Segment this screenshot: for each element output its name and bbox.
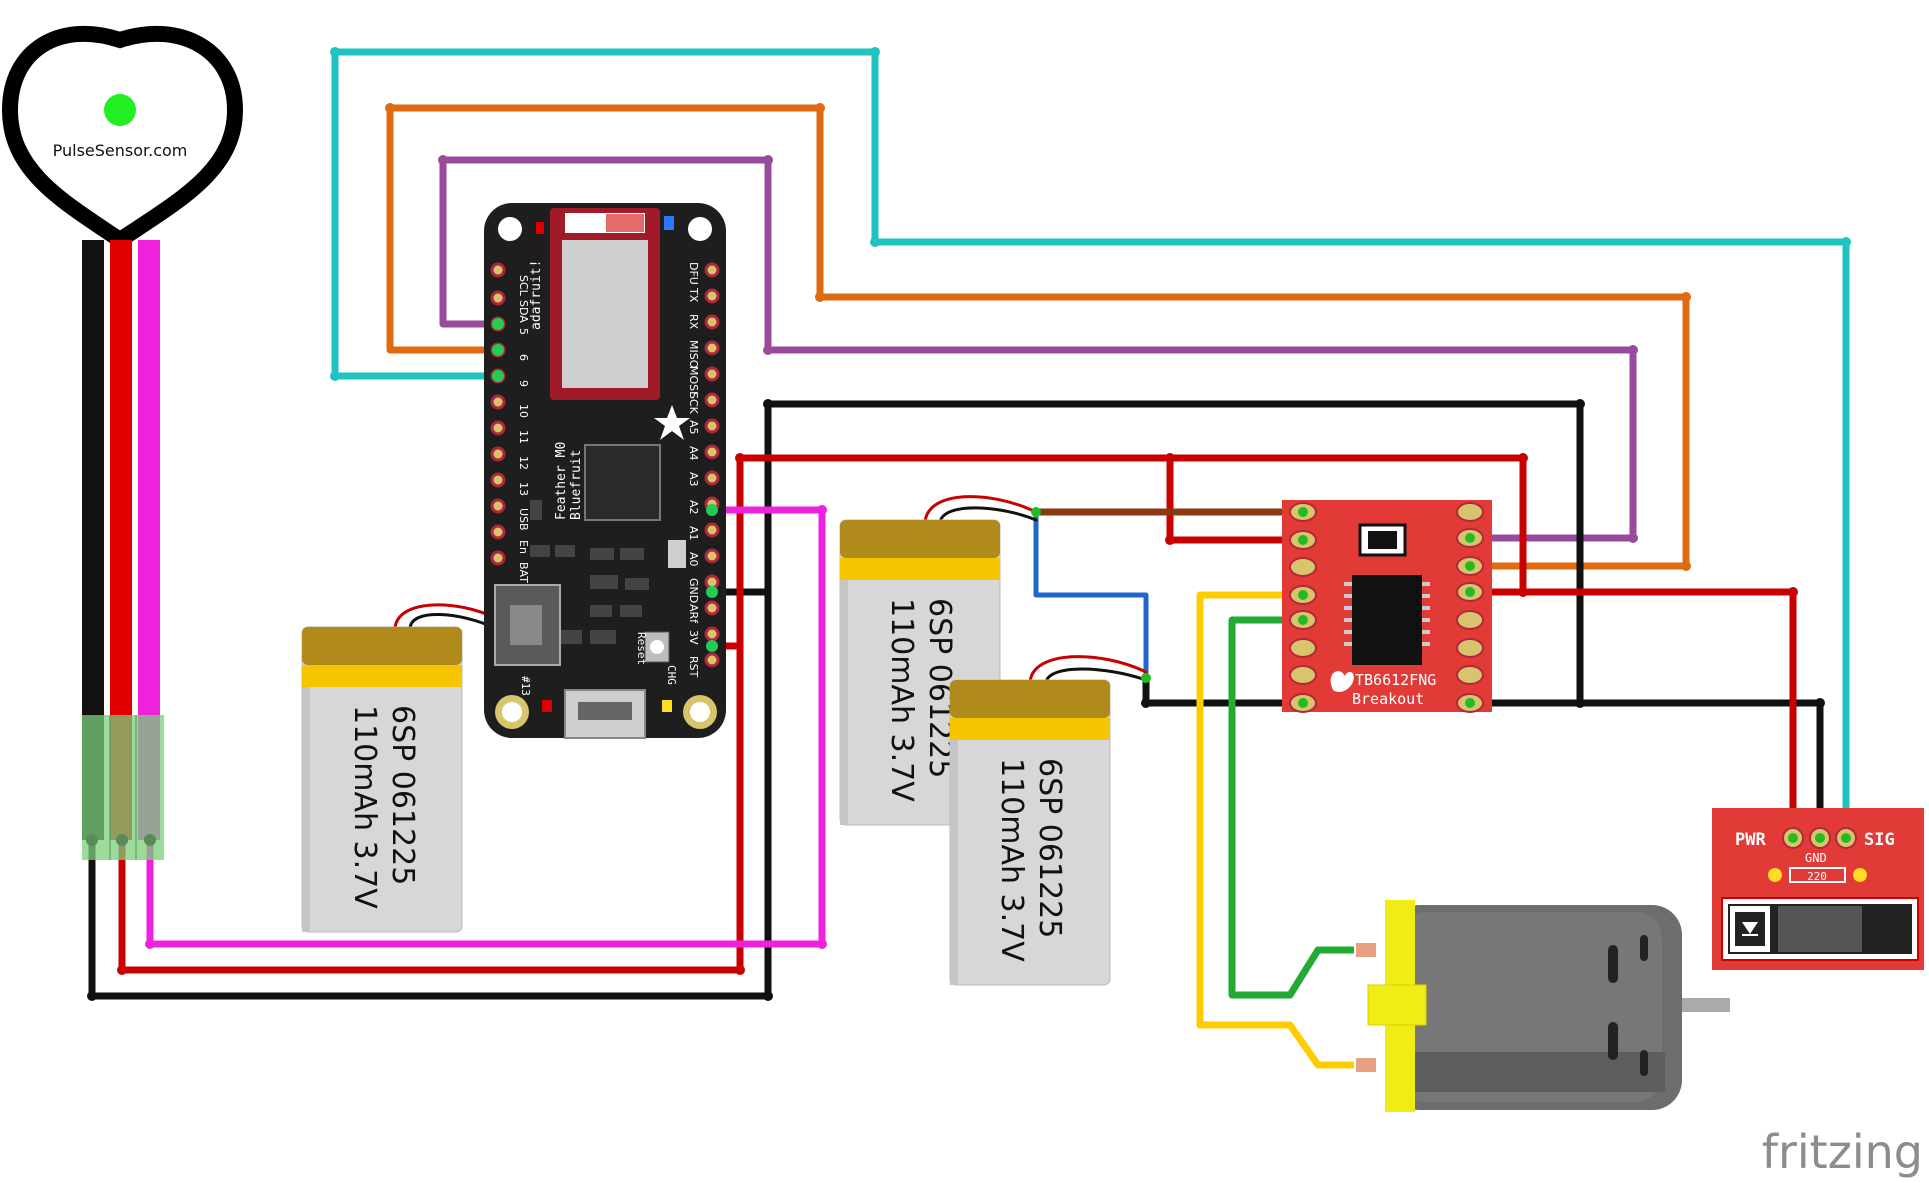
wire-purple: [439, 156, 1637, 542]
pulse-cable-red: [110, 240, 132, 840]
battery-3-black-lead: [1044, 667, 1148, 684]
wire-orange: [386, 104, 1690, 570]
pulse-cable-black: [82, 240, 104, 840]
driver-label-2: Breakout: [1352, 690, 1424, 708]
pulse-pin-gnd: [86, 834, 98, 846]
motor-driver-board: TB6612FNG Breakout: [1282, 500, 1492, 713]
battery-2-red-lead: [923, 495, 1038, 524]
wire-black-sensor: [88, 588, 772, 1000]
svg-text:ARf: ARf: [687, 604, 700, 624]
battery-1-line1: 6SP 061225: [385, 705, 420, 885]
pulse-pin-sig: [144, 834, 156, 846]
svg-text:SCL: SCL: [517, 275, 530, 297]
feather-mcu-chip: [584, 444, 661, 521]
diode-icon: [1742, 922, 1758, 934]
svg-text:9: 9: [517, 380, 530, 387]
battery-1: 6SP 061225 110mAh 3.7V: [301, 626, 463, 933]
battery-1-line2: 110mAh 3.7V: [347, 705, 382, 909]
wire-red-sensor-board: [1466, 588, 1797, 842]
sensor-resistor-label: 220: [1807, 870, 1827, 883]
svg-text:A5: A5: [687, 420, 700, 435]
driver-chip: [1352, 575, 1422, 665]
motor-terminal-bottom: [1354, 1056, 1378, 1074]
svg-text:A2: A2: [687, 500, 700, 515]
motor-terminal-top: [1354, 941, 1378, 959]
battery-1-black-lead: [408, 612, 497, 630]
svg-text:6: 6: [517, 354, 530, 361]
svg-text:USB: USB: [517, 508, 530, 531]
svg-text:3V: 3V: [687, 630, 700, 645]
pulse-sensor-heart: [1, 25, 244, 250]
svg-text:BAT: BAT: [517, 562, 530, 583]
feather-model-2: Bluefruit: [569, 450, 584, 520]
motor-shaft: [1680, 998, 1730, 1012]
svg-text:SCK: SCK: [687, 392, 700, 415]
wire-yellow: [1196, 591, 1369, 1069]
svg-text:En: En: [517, 540, 530, 554]
wires: [87, 47, 1851, 1069]
sparkfun-flame-icon: [1330, 671, 1354, 692]
svg-text:RX: RX: [687, 314, 700, 330]
sensor-resistor: [1789, 867, 1846, 883]
wire-black-battery: [1142, 674, 1307, 707]
feather-left-pin-labels: SCL SDA 5 6 9 10 11 12 13 USB En BAT: [517, 275, 530, 583]
wire-green: [1228, 616, 1369, 999]
battery-2-line2: 110mAh 3.7V: [884, 598, 919, 802]
battery-3-red-lead: [1028, 655, 1148, 684]
svg-text:11: 11: [517, 430, 530, 444]
feather-brand: adafruit!: [529, 260, 544, 330]
svg-text:10: 10: [517, 404, 530, 418]
reset-label: Reset: [635, 632, 648, 665]
svg-text:MOSI: MOSI: [687, 366, 700, 394]
svg-text:A1: A1: [687, 526, 700, 541]
adafruit-star-icon: [654, 405, 690, 440]
feather-bottom-label: #13: [519, 676, 532, 696]
svg-text:5: 5: [517, 328, 530, 335]
wire-red-sensor: [118, 642, 744, 974]
battery-3: 6SP 061225 110mAh 3.7V: [949, 679, 1111, 986]
svg-text:SDA: SDA: [517, 300, 530, 323]
pulse-pin-vcc: [116, 834, 128, 846]
sensor-sig-label: SIG: [1864, 830, 1895, 850]
svg-text:TX: TX: [687, 287, 700, 303]
battery-2: 6SP 061225 110mAh 3.7V: [839, 519, 1001, 826]
svg-text:RST: RST: [687, 656, 700, 678]
battery-1-red-lead: [393, 603, 497, 630]
feather-board: SCL SDA 5 6 9 10 11 12 13 USB En BAT DFU…: [484, 203, 726, 739]
sensor-board: PWR GND SIG 220: [1712, 808, 1924, 970]
sensor-gnd-label: GND: [1805, 851, 1827, 865]
wire-joints: [330, 47, 1851, 381]
svg-text:GND: GND: [687, 578, 700, 603]
battery-3-line1: 6SP 061225: [1032, 758, 1067, 938]
feather-right-pin-labels: DFU TX RX MISO MOSI SCK A5 A4 A3 A2 A1 A…: [687, 262, 700, 678]
pulse-sensor-label: PulseSensor.com: [53, 141, 188, 160]
feather-smd-parts: [530, 500, 649, 644]
svg-text:A0: A0: [687, 552, 700, 567]
pulse-sensor: PulseSensor.com: [1, 25, 244, 860]
svg-text:13: 13: [517, 482, 530, 496]
sensor-pwr-label: PWR: [1735, 830, 1766, 850]
driver-cap: [1358, 523, 1407, 557]
pulse-cable-magenta: [138, 240, 160, 840]
svg-text:MISO: MISO: [687, 340, 700, 369]
fritzing-watermark: fritzing: [1762, 1125, 1923, 1179]
feather-model-1: Feather M0: [554, 442, 569, 520]
svg-text:A4: A4: [687, 446, 700, 461]
chg-label: CHG: [665, 665, 678, 685]
battery-2-black-lead: [938, 506, 1038, 524]
feather-right-pads: [704, 262, 720, 668]
wire-blue: [1033, 509, 1149, 681]
svg-text:12: 12: [517, 456, 530, 470]
pulse-led-icon: [104, 94, 136, 126]
svg-text:A3: A3: [687, 472, 700, 487]
battery-3-line2: 110mAh 3.7V: [994, 758, 1029, 962]
driver-label-1: TB6612FNG: [1355, 671, 1436, 689]
dc-motor: [1354, 900, 1730, 1112]
svg-text:DFU: DFU: [687, 262, 700, 285]
